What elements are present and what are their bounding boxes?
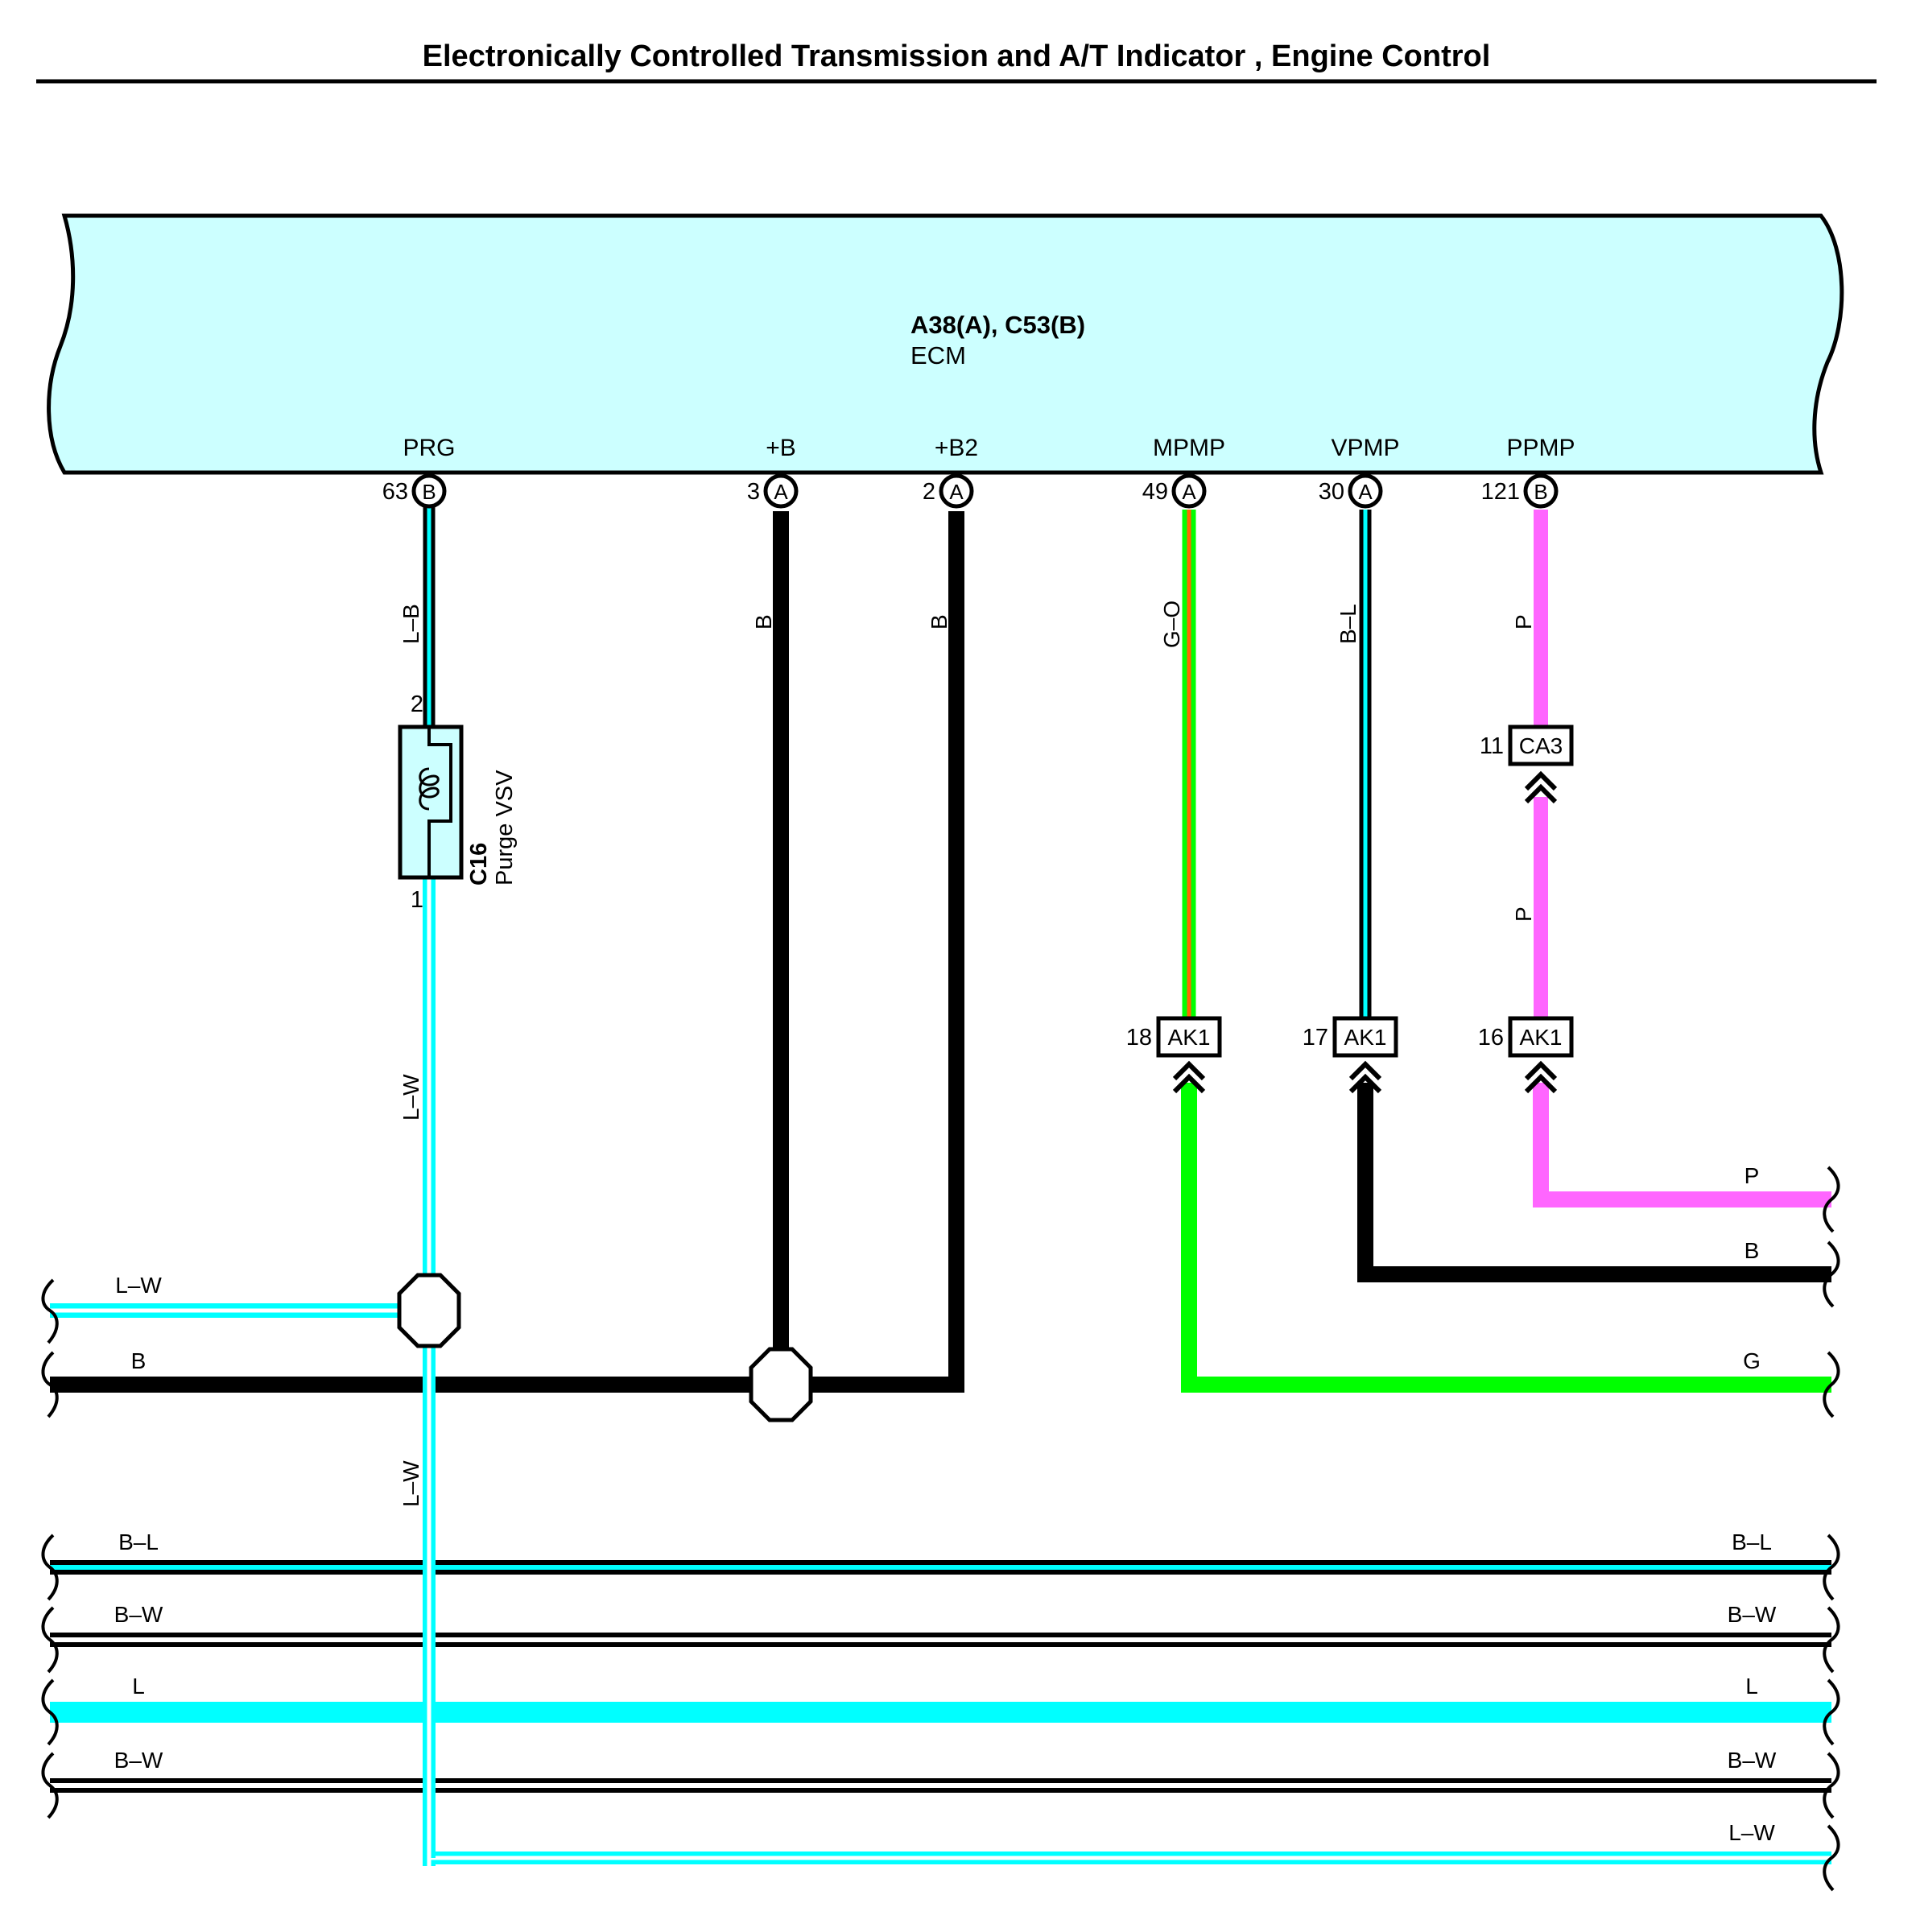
bus-label-right-bl: B–L: [1732, 1530, 1772, 1554]
ecm-pin-prg: PRG B 63: [382, 435, 456, 509]
wire-label-vpmp: B–L: [1336, 604, 1361, 644]
pin-number-b2: 2: [923, 479, 935, 505]
vsv-reference: C16: [466, 843, 492, 886]
connector-ak1-17: AK1 17: [1303, 1016, 1398, 1094]
pin-label-b: +B: [766, 435, 796, 461]
ecm-pin-mpmp: MPMP A 49: [1142, 435, 1225, 509]
ecm-label: ECM: [910, 341, 966, 369]
pin-number-b: 3: [747, 479, 760, 505]
ecm-reference: A38(A), C53(B): [910, 311, 1085, 339]
bus-label-right-l: L: [1745, 1674, 1758, 1699]
wire-label-vsv-below: L–W: [398, 1074, 423, 1121]
connector-ak1-16-label: AK1: [1520, 1025, 1563, 1050]
connector-ca3: CA3 11: [1480, 724, 1574, 804]
wire-label-left-lw: L–W: [115, 1273, 162, 1298]
vsv-label: Purge VSV: [492, 770, 518, 886]
wire-label-prg: L–B: [398, 604, 423, 644]
ecm-pin-ppmp: PPMP B 121: [1481, 435, 1575, 509]
bus-label-left-bl: B–L: [118, 1530, 159, 1554]
bus-label-right-bw-2: B–W: [1728, 1748, 1777, 1773]
wire-label-right-p: P: [1745, 1163, 1760, 1188]
wire-label-b: B: [751, 614, 776, 630]
wire-b2-pin2: [797, 511, 964, 1393]
connector-ak1-17-label: AK1: [1344, 1025, 1387, 1050]
pin-number-prg: 63: [382, 479, 408, 505]
ecm-pin-b: +B A 3: [747, 435, 799, 509]
wire-break-marks: [41, 1166, 1840, 1892]
connector-ak1-18: AK1 18: [1126, 1016, 1222, 1094]
splice-lw: [397, 1273, 461, 1348]
wire-label-right-b: B: [1745, 1238, 1760, 1263]
pin-label-ppmp: PPMP: [1506, 435, 1575, 461]
purge-vsv: [398, 724, 464, 880]
ecm-pin-b2: +B2 A 2: [923, 435, 978, 509]
diagram-title: Electronically Controlled Transmission a…: [423, 39, 1491, 73]
bus-label-right-bw-1: B–W: [1728, 1602, 1777, 1627]
wire-g: [1181, 1083, 1831, 1393]
ecm-pin-vpmp: VPMP A 30: [1319, 435, 1400, 509]
bus-wire-lw: [423, 1852, 1831, 1866]
pin-connector-b: A: [774, 480, 788, 504]
wire-label-b2: B: [927, 614, 952, 630]
connector-ca3-pin: 11: [1480, 733, 1504, 759]
pin-label-prg: PRG: [403, 435, 455, 461]
pin-label-mpmp: MPMP: [1153, 435, 1225, 461]
vsv-pin-top: 2: [411, 691, 423, 717]
bus-label-right-lw: L–W: [1728, 1820, 1775, 1845]
ecm-box: [47, 213, 1844, 475]
wire-label-left-b: B: [131, 1348, 147, 1373]
wire-label-mpmp: G–O: [1159, 601, 1184, 648]
connector-ak1-18-label: AK1: [1168, 1025, 1211, 1050]
connector-ca3-label: CA3: [1519, 733, 1563, 758]
pin-connector-prg: B: [422, 480, 436, 504]
wire-label-ppmp: P: [1511, 614, 1536, 630]
bus-label-left-l: L: [132, 1674, 145, 1699]
pin-number-mpmp: 49: [1142, 479, 1168, 505]
bus-label-left-bw-1: B–W: [114, 1602, 163, 1627]
wire-label-lw-vertical: L–W: [398, 1460, 423, 1507]
connector-ak1-16-pin: 16: [1478, 1025, 1504, 1051]
connector-ak1-16: AK1 16: [1478, 1016, 1574, 1094]
vsv-pin-bottom: 1: [411, 887, 423, 913]
bus-label-left-bw-2: B–W: [114, 1748, 163, 1773]
pin-connector-ppmp: B: [1534, 480, 1547, 504]
wire-b-right: [1357, 1083, 1831, 1282]
pin-connector-b2: A: [949, 480, 964, 504]
pin-label-vpmp: VPMP: [1331, 435, 1399, 461]
pin-label-b2: +B2: [935, 435, 978, 461]
wire-p-right: [1533, 1083, 1831, 1208]
wire-label-ca3-below: P: [1511, 906, 1536, 922]
connector-ak1-18-pin: 18: [1126, 1025, 1152, 1051]
pin-connector-vpmp: A: [1358, 480, 1373, 504]
pin-number-ppmp: 121: [1481, 479, 1520, 505]
splice-b: [749, 1347, 813, 1422]
connector-ak1-17-pin: 17: [1303, 1025, 1328, 1051]
pin-connector-mpmp: A: [1182, 480, 1196, 504]
wire-label-right-g: G: [1743, 1348, 1761, 1373]
pin-number-vpmp: 30: [1319, 479, 1344, 505]
